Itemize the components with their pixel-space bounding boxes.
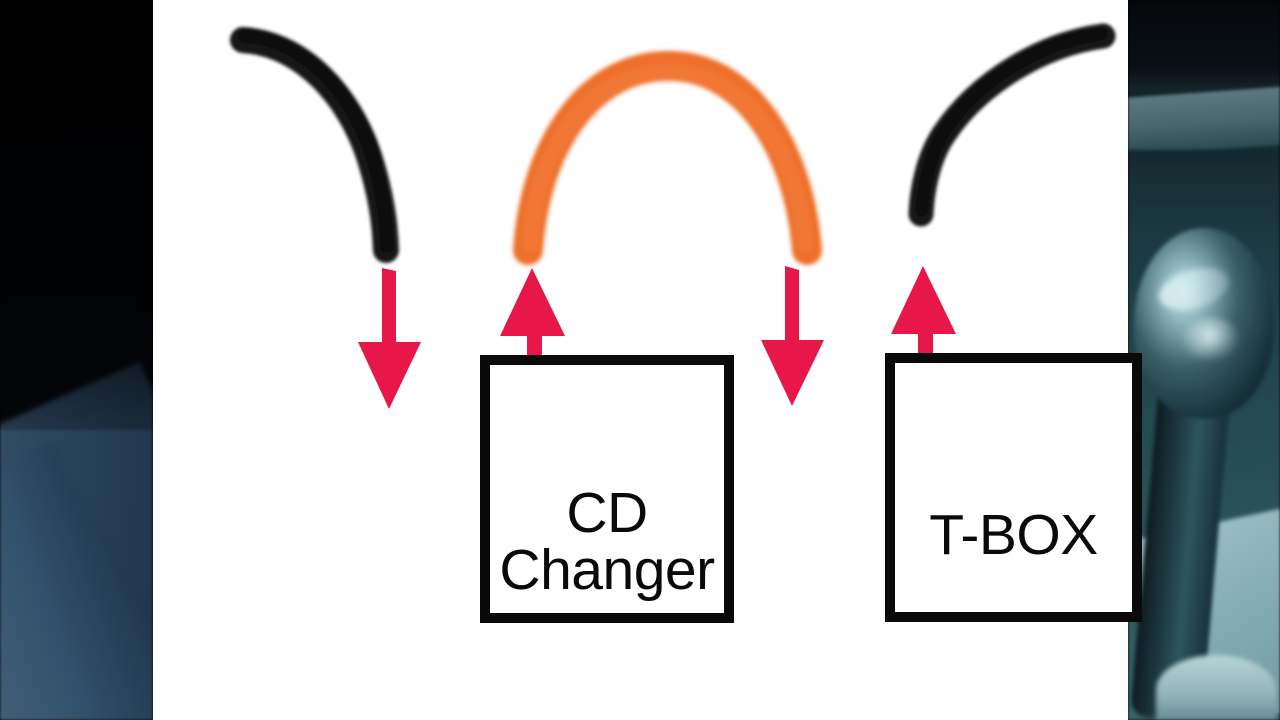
- right-dark-top-layer: [1128, 0, 1280, 92]
- left-black-cable-icon: [230, 27, 399, 263]
- arrow-up-tbox-icon: [891, 266, 956, 416]
- diagram-artwork: [230, 23, 1116, 418]
- right-black-cable-icon: [908, 23, 1116, 227]
- right-panel-layer: [1128, 150, 1280, 240]
- arrow-down-cd-changer-icon: [358, 268, 421, 409]
- gear-shifter-boot: [1156, 655, 1276, 720]
- arrow-down-tbox-icon: [761, 266, 824, 406]
- label-line-2: Changer: [499, 538, 715, 602]
- block-t-box[interactable]: T-BOX: [885, 353, 1142, 622]
- right-background-photo: [1128, 0, 1280, 720]
- left-shadow-layer: [0, 0, 153, 430]
- right-trim-layer: [1128, 85, 1280, 157]
- block-t-box-label: T-BOX: [929, 503, 1098, 567]
- left-background-photo: [0, 0, 153, 720]
- orange-arc-cable-icon: [513, 50, 822, 265]
- label-line-1: CD: [566, 481, 648, 545]
- arrow-up-cd-changer-icon: [500, 268, 565, 418]
